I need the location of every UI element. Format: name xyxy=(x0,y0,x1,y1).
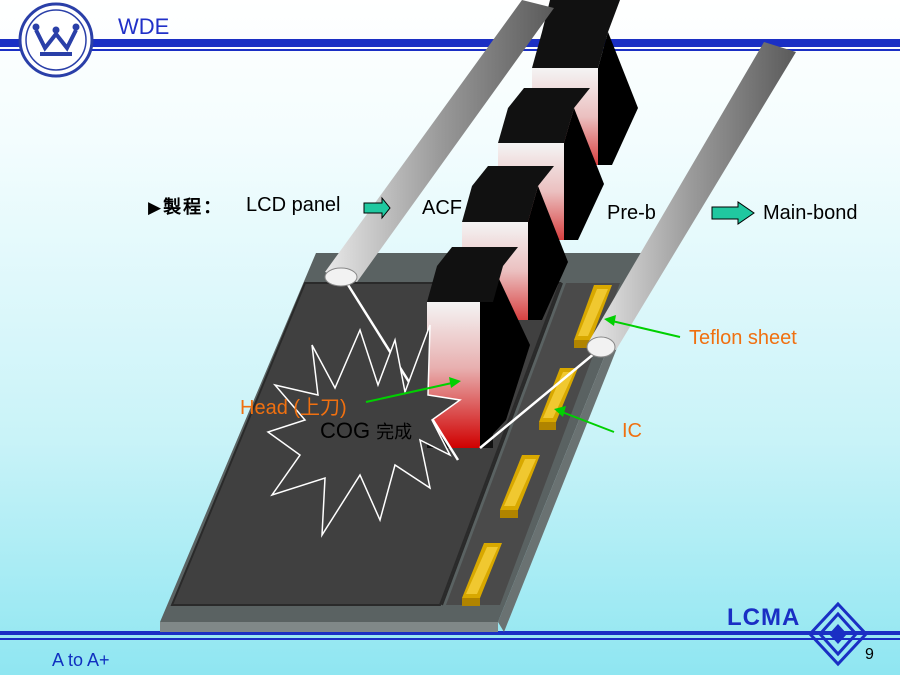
process-heading: ▶製程： xyxy=(148,193,223,219)
teflon-sheet-label: Teflon sheet xyxy=(689,327,797,349)
ic-chip xyxy=(539,368,578,430)
process-step-main-bond: Main-bond xyxy=(763,202,858,224)
page-number: 9 xyxy=(865,646,874,663)
cog-complete-text: 完成 xyxy=(376,422,413,443)
ic-chip xyxy=(500,455,540,518)
roller-rod-right xyxy=(586,42,796,358)
right-arrow-icon xyxy=(711,201,755,225)
slide-title: WDE xyxy=(118,14,170,39)
cog-text: COG xyxy=(320,418,371,443)
callout-arrow-teflon xyxy=(604,315,681,338)
head-label: Head (上刀) xyxy=(240,397,347,419)
diamond-spiral-icon xyxy=(807,601,869,667)
process-label: 製程： xyxy=(163,197,224,218)
ic-chip xyxy=(462,543,502,606)
ic-label: IC xyxy=(622,420,642,442)
callout-arrow-head xyxy=(365,377,461,403)
brand-text: LCMA xyxy=(727,604,801,631)
westinghouse-logo-icon xyxy=(18,2,94,78)
bullet-icon: ▶ xyxy=(148,198,162,217)
cog-complete-burst xyxy=(266,324,462,538)
right-arrow-icon xyxy=(363,196,391,220)
header-rule xyxy=(0,39,900,51)
callout-arrow-ic xyxy=(554,406,615,433)
process-step-lcd-panel: LCD panel xyxy=(246,194,341,216)
process-step-acf: ACF xyxy=(422,197,462,219)
footer-text: A to A+ xyxy=(52,650,110,670)
footer-rule xyxy=(0,631,900,640)
process-step-pre-bond: Pre-b xyxy=(607,202,656,224)
